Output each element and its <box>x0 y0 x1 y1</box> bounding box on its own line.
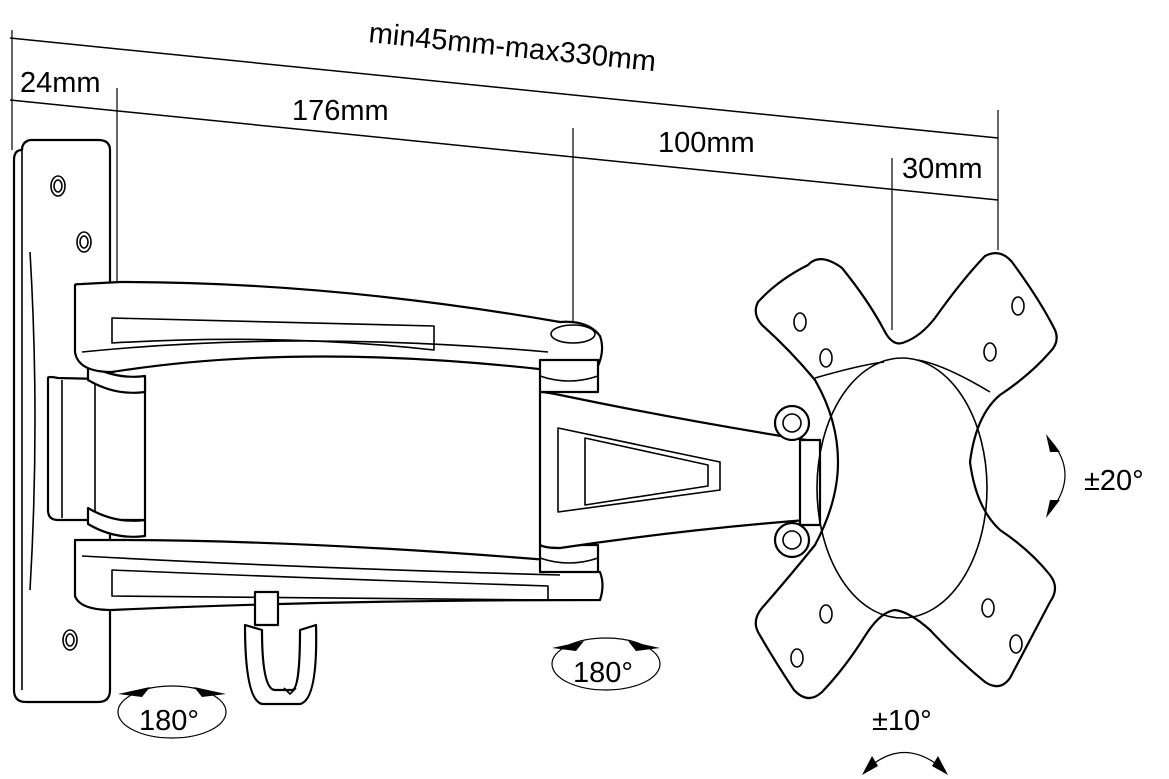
arm-swivel-indicator: 180° <box>551 637 661 691</box>
vesa-mounting-holes <box>790 296 1025 668</box>
left-arrow-icon <box>118 687 150 697</box>
wall-hinge <box>46 362 147 538</box>
segment-dimension-line <box>9 99 999 201</box>
upper-first-arm <box>73 280 604 374</box>
wall-plate-screw-holes <box>50 175 92 651</box>
overall-dimension-line <box>9 37 999 139</box>
overall-range-label: min45mm-max330mm <box>367 17 657 78</box>
arm-swivel-label: 180° <box>573 657 633 689</box>
wall-plate-depth-label: 24mm <box>20 67 101 99</box>
tilt-label: ±20° <box>1084 465 1144 497</box>
right-arrow-icon <box>194 687 226 697</box>
roll-indicator: ±10° <box>862 705 948 775</box>
wall-swivel-indicator: 180° <box>117 685 227 739</box>
second-arm-length-label: 100mm <box>658 127 755 159</box>
down-arrow-icon <box>1046 500 1060 518</box>
elbow-joint <box>538 358 600 574</box>
wall-swivel-label: 180° <box>139 705 199 737</box>
lower-first-arm <box>73 538 604 612</box>
tilt-pivot-knobs <box>773 404 822 559</box>
cable-clip <box>243 590 318 706</box>
right-arrow-icon <box>932 756 948 775</box>
right-arrow-icon <box>628 641 660 651</box>
left-arrow-icon <box>552 641 584 651</box>
second-arm <box>538 390 808 550</box>
first-arm-length-label: 176mm <box>292 95 389 127</box>
vesa-head-plate <box>754 251 1058 700</box>
head-depth-label: 30mm <box>902 153 983 185</box>
dimension-lines <box>9 30 999 330</box>
up-arrow-icon <box>1046 434 1060 452</box>
roll-label: ±10° <box>872 705 932 737</box>
left-arrow-icon <box>862 756 878 775</box>
tilt-indicator: ±20° <box>1046 434 1144 518</box>
